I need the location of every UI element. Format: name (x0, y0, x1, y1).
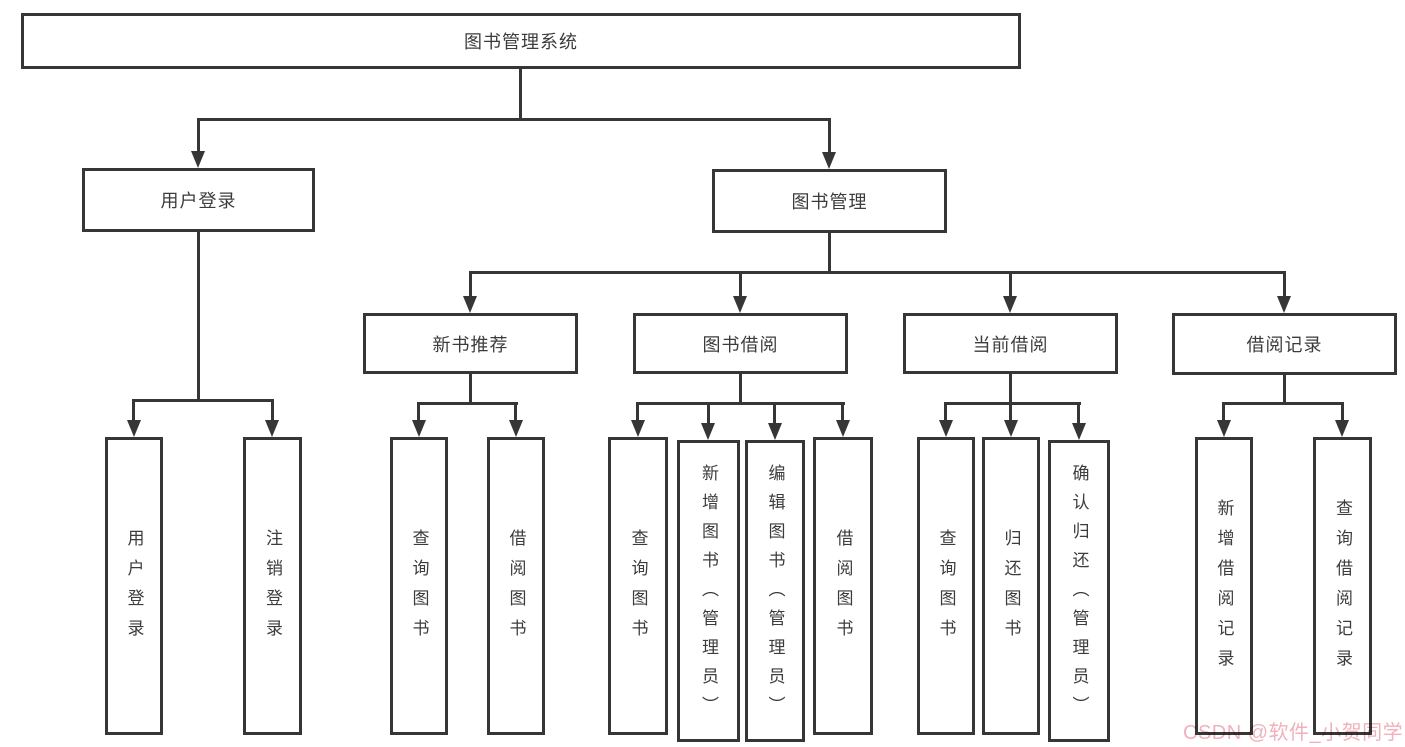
arrow-down-icon (463, 296, 477, 313)
leaf-borrow-books-recommend: 借阅图书 (487, 437, 545, 735)
leaf-borrow-books-borrowing: 借阅图书 (813, 437, 873, 735)
leaf-user-login: 用户登录 (105, 437, 163, 735)
leaf-query-books-borrowing-label: 查询图书 (628, 529, 648, 649)
connector-drop-leaf (1341, 402, 1344, 420)
connector-drop-leaf (1009, 402, 1012, 420)
node-library-system-label: 图书管理系统 (464, 32, 578, 52)
connector-drop-leaf (271, 399, 274, 420)
arrow-down-icon (1335, 420, 1349, 437)
csdn-watermark: CSDN @软件_小贺同学 (1183, 722, 1404, 744)
arrow-down-icon (768, 423, 782, 440)
leaf-add-borrow-record: 新增借阅记录 (1195, 437, 1253, 735)
leaf-query-books-recommend-label: 查询图书 (409, 529, 429, 649)
leaf-query-borrow-record-label: 查询借阅记录 (1333, 499, 1352, 679)
leaf-logout: 注销登录 (243, 437, 302, 735)
node-current-borrowing: 当前借阅 (903, 313, 1118, 374)
arrow-down-icon (1072, 423, 1086, 440)
leaf-return-book: 归还图书 (982, 437, 1040, 735)
arrow-down-icon (1003, 296, 1017, 313)
arrow-down-icon (631, 420, 645, 437)
node-new-book-recommendation-label: 新书推荐 (432, 334, 509, 355)
connector-drop-group (1283, 271, 1286, 297)
connector-drop-group (469, 271, 472, 297)
connector-drop-leaf (1222, 402, 1225, 420)
node-book-management: 图书管理 (712, 169, 947, 233)
connector-drop-leaf (636, 402, 639, 420)
arrow-down-icon (939, 420, 953, 437)
leaf-confirm-return-admin-label: 确认归还（管理员） (1069, 463, 1089, 725)
connector-drop-group (739, 271, 742, 297)
leaf-borrow-books-borrowing-label: 借阅图书 (833, 529, 853, 649)
connector-drop-leaf (707, 402, 710, 423)
connector-user-login-stem (197, 232, 200, 402)
connector-level3-bar (469, 271, 1286, 274)
arrow-down-icon (701, 423, 715, 440)
arrow-down-icon (265, 420, 279, 437)
node-book-borrowing-label: 图书借阅 (702, 334, 779, 355)
leaf-logout-label: 注销登录 (263, 529, 282, 649)
node-user-login-label: 用户登录 (160, 191, 237, 211)
arrow-down-icon (733, 296, 747, 313)
arrow-down-icon (1277, 296, 1291, 313)
connector-drop-leaf (514, 402, 517, 420)
leaf-query-borrow-record: 查询借阅记录 (1313, 437, 1372, 735)
leaf-confirm-return-admin: 确认归还（管理员） (1048, 440, 1110, 742)
arrow-down-icon (822, 152, 836, 169)
arrow-down-icon (1004, 420, 1018, 437)
connector-drop-leaf (1077, 402, 1080, 423)
leaf-query-books-current-label: 查询图书 (936, 529, 956, 649)
connector-group3-stem (1009, 374, 1012, 405)
node-new-book-recommendation: 新书推荐 (363, 313, 578, 374)
connector-user-login-bar (132, 399, 273, 402)
leaf-return-book-label: 归还图书 (1001, 529, 1021, 649)
connector-group4-stem (1283, 375, 1286, 405)
connector-level2-bar (197, 118, 831, 121)
leaf-borrow-books-recommend-label: 借阅图书 (506, 529, 526, 649)
connector-drop-book-management (828, 118, 831, 153)
arrow-down-icon (191, 151, 205, 168)
arrow-down-icon (127, 420, 141, 437)
connector-drop-leaf (773, 402, 776, 423)
leaf-add-borrow-record-label: 新增借阅记录 (1214, 499, 1234, 679)
node-library-system: 图书管理系统 (21, 13, 1021, 69)
connector-root-stem (519, 68, 522, 120)
connector-group1-bar (417, 402, 518, 405)
leaf-add-book-admin-label: 新增图书（管理员） (699, 463, 718, 725)
leaf-user-login-label: 用户登录 (124, 529, 144, 649)
arrow-down-icon (412, 420, 426, 437)
leaf-add-book-admin: 新增图书（管理员） (677, 440, 740, 742)
connector-drop-leaf (944, 402, 947, 420)
connector-drop-leaf (841, 402, 844, 420)
connector-drop-group (1009, 271, 1012, 297)
leaf-query-books-current: 查询图书 (917, 437, 975, 735)
node-book-borrowing: 图书借阅 (633, 313, 848, 374)
arrow-down-icon (1217, 420, 1231, 437)
arrow-down-icon (509, 420, 523, 437)
leaf-query-books-recommend: 查询图书 (390, 437, 448, 735)
connector-group1-stem (469, 374, 472, 405)
leaf-edit-book-admin: 编辑图书（管理员） (745, 440, 805, 742)
connector-group3-bar (944, 402, 1081, 405)
node-borrowing-records-label: 借阅记录 (1246, 335, 1323, 355)
leaf-query-books-borrowing: 查询图书 (608, 437, 668, 735)
node-book-management-label: 图书管理 (791, 192, 868, 212)
connector-group4-bar (1222, 402, 1344, 405)
node-user-login: 用户登录 (82, 168, 315, 232)
connector-group2-stem (739, 374, 742, 405)
connector-drop-user-login (197, 118, 200, 152)
leaf-edit-book-admin-label: 编辑图书（管理员） (765, 463, 785, 725)
connector-drop-leaf (132, 399, 135, 420)
connector-group2-bar (636, 402, 845, 405)
connector-book-management-stem (828, 233, 831, 274)
connector-drop-leaf (417, 402, 420, 420)
arrow-down-icon (836, 420, 850, 437)
node-current-borrowing-label: 当前借阅 (972, 334, 1049, 355)
node-borrowing-records: 借阅记录 (1172, 313, 1397, 375)
